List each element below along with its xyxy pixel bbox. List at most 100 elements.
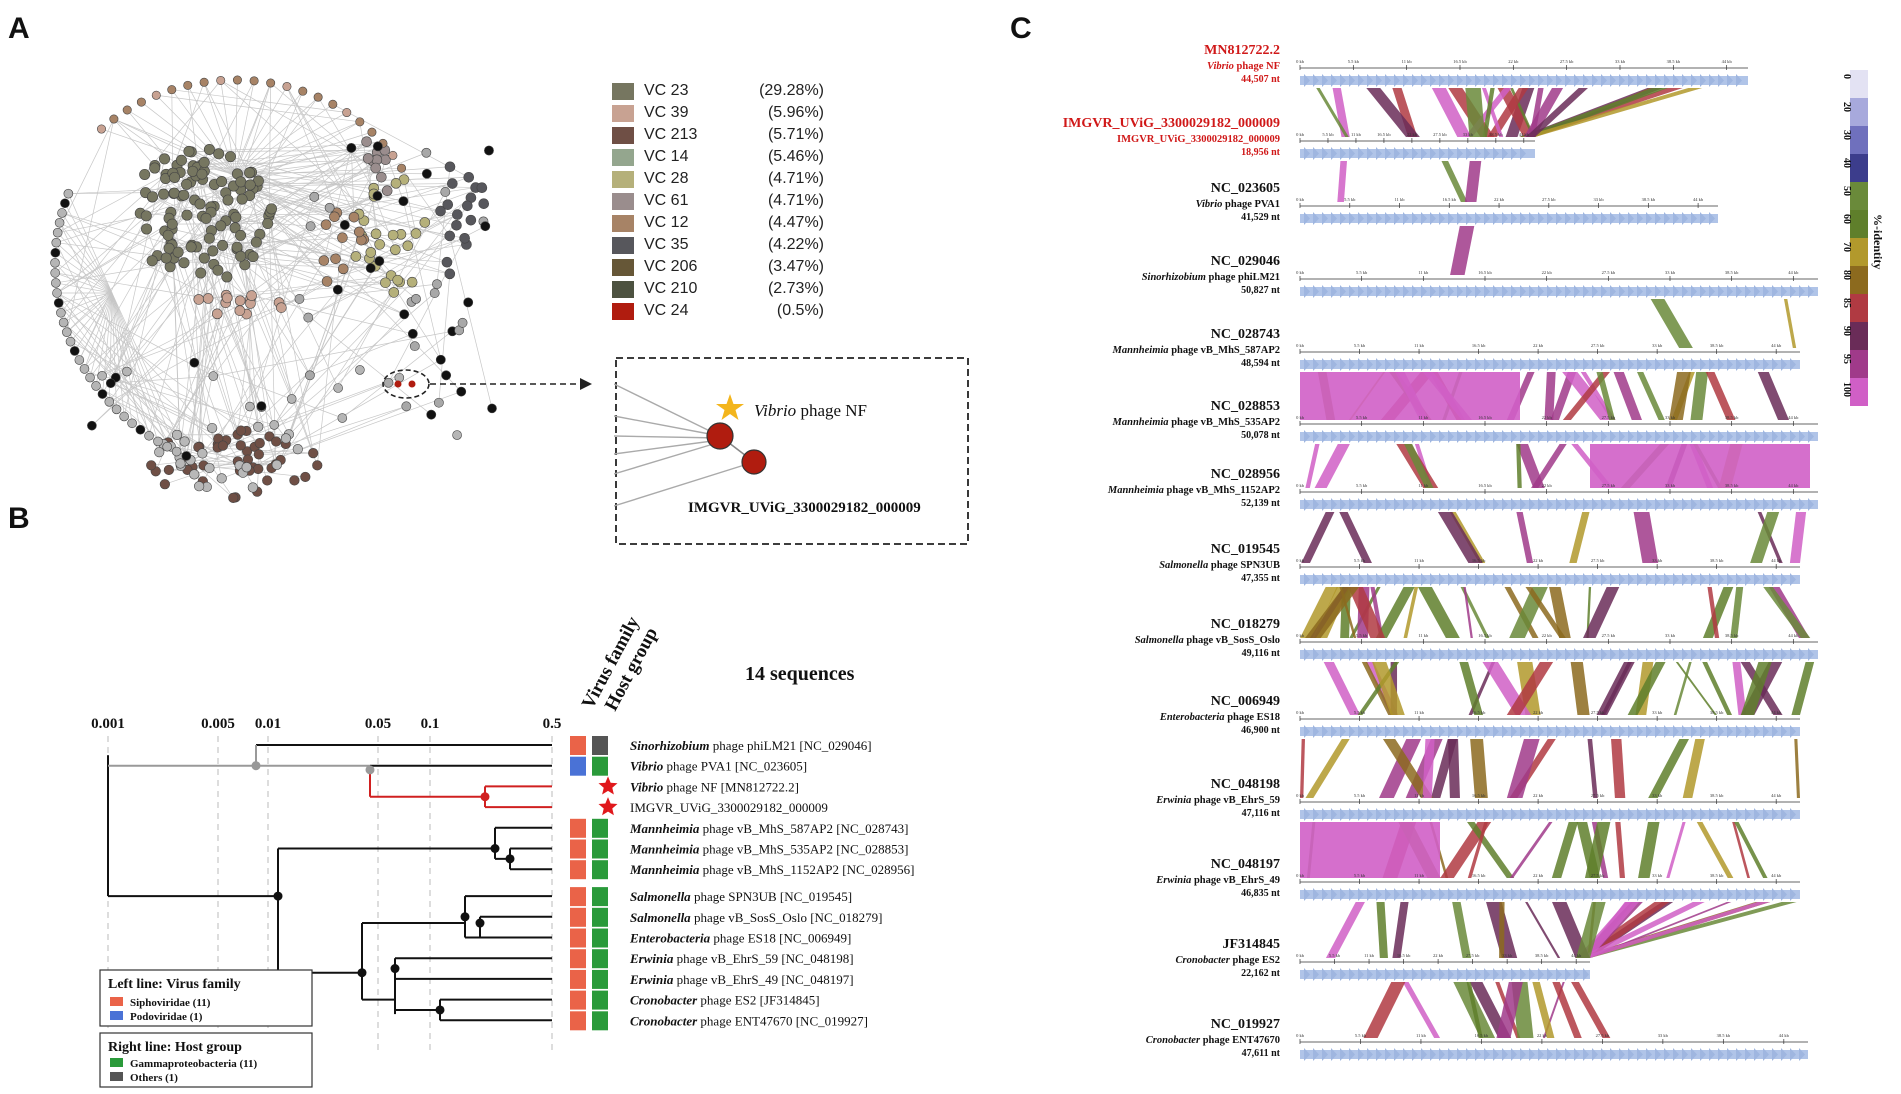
gene-arrow: [1565, 573, 1571, 586]
network-graph: [50, 75, 592, 503]
gene-arrow: [1430, 430, 1436, 443]
gene-arrow: [1385, 147, 1391, 160]
network-node: [215, 220, 227, 232]
gene-arrow: [1727, 498, 1733, 511]
vc-legend-pct: (2.73%): [767, 280, 824, 297]
gene-arrow: [1448, 74, 1454, 87]
gene-arrow: [1394, 498, 1400, 511]
gene-arrow: [1466, 147, 1472, 160]
network-node: [478, 198, 490, 209]
ruler-tick-label: 44 kb: [1779, 1033, 1790, 1038]
gene-arrow: [1727, 74, 1733, 87]
network-node: [198, 156, 210, 168]
alignment-ribbon: [1496, 982, 1523, 1038]
gene-arrow: [1772, 888, 1778, 901]
gene-arrow: [1565, 968, 1571, 981]
ruler-tick-label: 38.5 kb: [1489, 132, 1503, 137]
host-cell: [592, 887, 608, 907]
network-edge: [164, 230, 251, 300]
gene-arrow: [1529, 285, 1535, 298]
gene-arrow: [1772, 808, 1778, 821]
family-cell: [570, 756, 586, 776]
host-legend-item: Others (1): [130, 1072, 178, 1084]
gene-arrow: [1601, 1048, 1607, 1061]
vc-legend-pct: (4.47%): [767, 214, 824, 231]
network-node: [465, 214, 477, 226]
scale-tick-label: 0.1: [421, 716, 440, 732]
gene-arrow: [1466, 968, 1472, 981]
family-legend: Left line: Virus family Siphoviridae (11…: [99, 969, 313, 1027]
network-node: [388, 150, 398, 160]
network-node: [459, 232, 470, 244]
network-node: [387, 229, 399, 241]
gene-arrow: [1421, 285, 1427, 298]
gene-arrow: [1601, 573, 1607, 586]
ruler-tick-label: 22 kb: [1433, 953, 1444, 958]
phylogenetic-tree: 14 sequences Virus family Host group 0.0…: [91, 613, 914, 1088]
gene-arrow: [1385, 648, 1391, 661]
gene-arrow: [1313, 968, 1319, 981]
network-edge: [234, 131, 373, 176]
alignment-ribbon: [1506, 739, 1540, 798]
gene-arrow: [1502, 1048, 1508, 1061]
network-node: [208, 371, 219, 381]
gene-arrow: [1592, 1048, 1598, 1061]
identity-swatch: [1850, 238, 1868, 266]
gene-arrow: [1313, 808, 1319, 821]
alignment-ribbon: [1783, 299, 1797, 348]
genome-accession: IMGVR_UViG_3300029182_000009: [1063, 116, 1280, 131]
network-node: [444, 161, 456, 173]
gene-arrow: [1763, 725, 1769, 738]
genome-name: Cronobacter phage ENT47670: [1146, 1035, 1280, 1046]
ruler-tick-label: 44 kb: [1771, 343, 1782, 348]
gene-arrow: [1331, 147, 1337, 160]
gene-arrow: [1340, 430, 1346, 443]
network-node: [337, 413, 348, 423]
network-edge: [84, 272, 201, 370]
genome-length: 41,529 nt: [1241, 212, 1281, 223]
gene-arrow: [1790, 1048, 1796, 1061]
network-edge: [415, 214, 458, 234]
alignment-ribbon: [1637, 372, 1665, 420]
network-edge: [68, 193, 113, 294]
gene-arrow: [1664, 1048, 1670, 1061]
alignment-ribbon: [1525, 902, 1561, 958]
gene-arrow: [1367, 573, 1373, 586]
gene-arrow: [1673, 1048, 1679, 1061]
gene-arrow: [1430, 285, 1436, 298]
alignment-ribbon: [1422, 739, 1435, 798]
network-edge: [126, 371, 259, 428]
gene-arrow: [1646, 74, 1652, 87]
taxon-label: Salmonella phage SPN3UB [NC_019545]: [630, 889, 852, 904]
network-node: [444, 230, 456, 242]
network-node: [266, 78, 276, 88]
alignment-ribbon: [1585, 902, 1732, 958]
network-edge: [180, 276, 228, 466]
network-node: [355, 365, 365, 375]
gene-arrow: [1790, 358, 1796, 371]
gene-arrow: [1394, 725, 1400, 738]
host-cell: [592, 990, 608, 1010]
network-edge: [55, 272, 113, 294]
gene-arrow: [1655, 573, 1661, 586]
network-node: [254, 438, 265, 449]
gene-arrow: [1736, 648, 1742, 661]
gene-arrow: [1520, 285, 1526, 298]
alignment-ribbon: [1481, 88, 1504, 137]
gene-arrow: [1358, 147, 1364, 160]
vc-legend-row: VC 206(3.47%): [612, 256, 824, 278]
network-edge: [111, 292, 125, 417]
network-node: [60, 198, 70, 209]
network-node: [376, 171, 387, 183]
network-node: [179, 436, 190, 447]
gene-arrow: [1520, 725, 1526, 738]
identity-tick-label: 85: [1841, 298, 1852, 308]
vc-legend-name: VC 23: [644, 82, 689, 99]
vc-legend-swatch: [612, 280, 634, 298]
network-node: [305, 221, 316, 232]
gene-arrow: [1322, 725, 1328, 738]
network-edge: [190, 246, 242, 446]
gene-arrow: [1619, 74, 1625, 87]
identity-swatch: [1850, 294, 1868, 322]
network-node: [372, 191, 383, 201]
